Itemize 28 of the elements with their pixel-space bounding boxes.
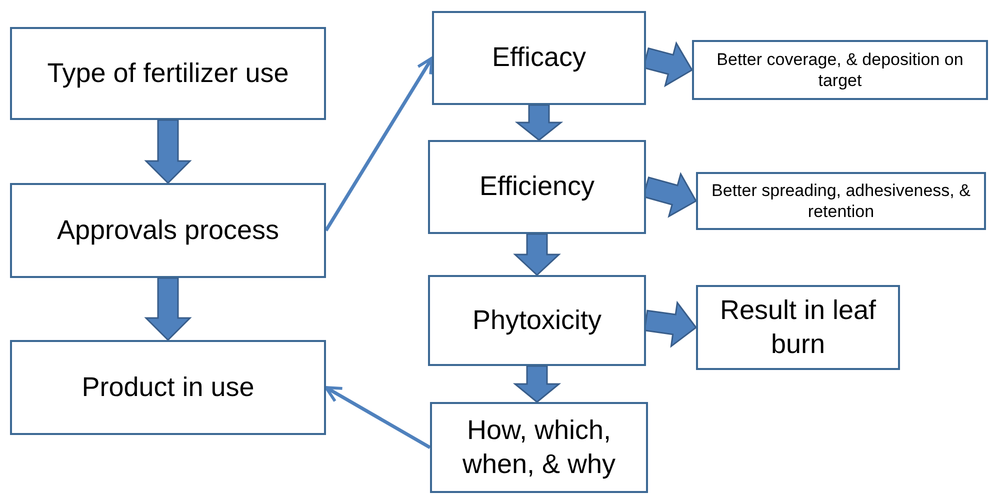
process-box xyxy=(430,402,648,493)
process-box xyxy=(696,172,986,230)
box-label: Product in use xyxy=(82,370,254,404)
arrow xyxy=(324,56,434,232)
block-arrow xyxy=(144,277,192,342)
block-arrow xyxy=(512,365,562,403)
process-box xyxy=(432,11,646,105)
process-box xyxy=(10,27,326,120)
box-label: Result in leaf burn xyxy=(718,294,878,360)
process-box xyxy=(428,140,646,234)
box-label: Phytoxicity xyxy=(472,304,602,337)
process-box xyxy=(10,340,326,435)
block-arrow xyxy=(514,104,564,141)
process-box xyxy=(692,40,988,100)
block-arrow xyxy=(644,300,698,348)
box-label: Approvals process xyxy=(56,214,280,247)
box-label: Better coverage, & deposition on target xyxy=(716,48,964,92)
box-label: Efficiency xyxy=(479,170,595,204)
box-label: Better spreading, adhesiveness, & retention xyxy=(710,180,972,222)
block-arrow xyxy=(144,119,192,184)
process-box xyxy=(428,275,646,366)
box-label: How, which, when, & why xyxy=(461,414,617,481)
block-arrow xyxy=(513,233,561,276)
process-box xyxy=(696,285,900,370)
box-label: Type of fertilizer use xyxy=(47,56,289,90)
arrow xyxy=(324,386,431,450)
process-box xyxy=(10,183,326,278)
box-label: Efficacy xyxy=(492,41,586,74)
